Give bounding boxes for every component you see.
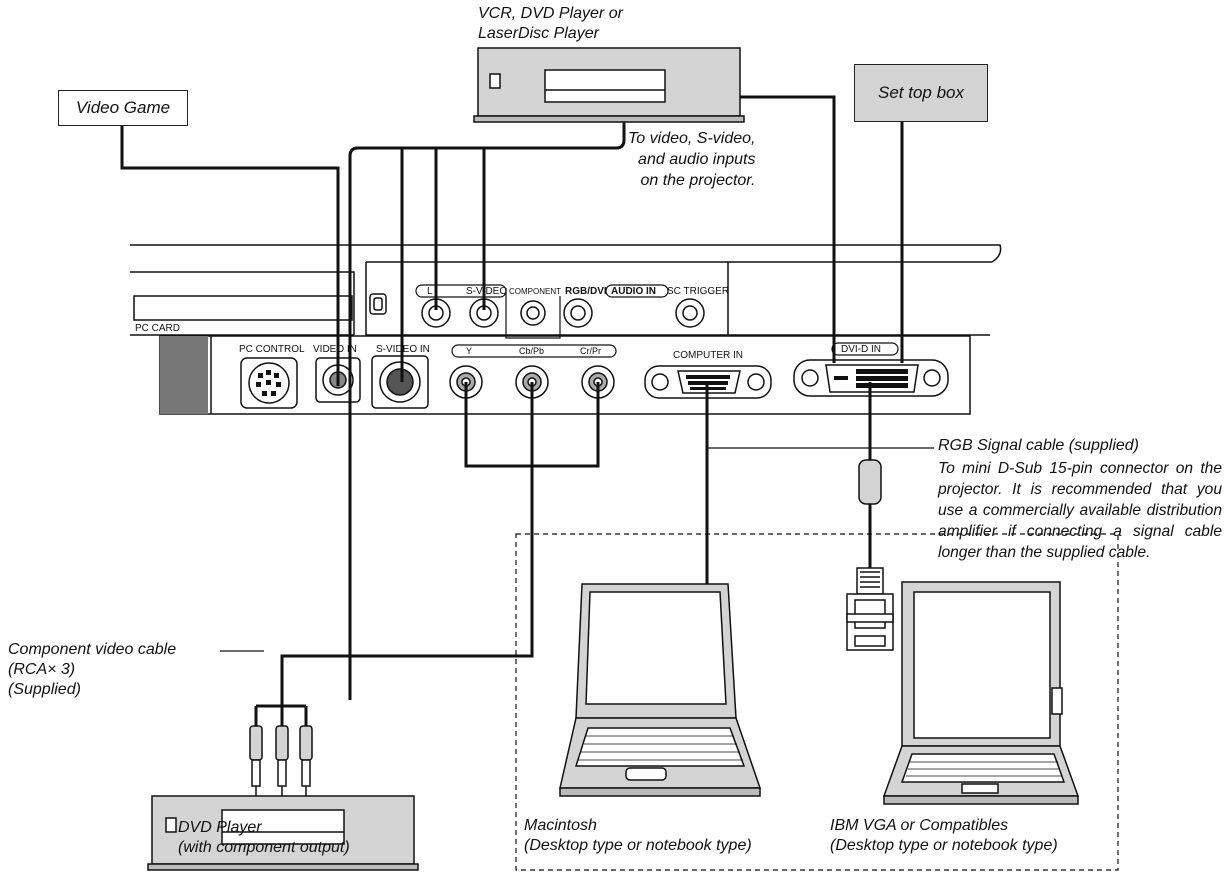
- macintosh-laptop: [559, 583, 762, 797]
- rgb-cable-description: To mini D-Sub 15-pin connector on the pr…: [938, 460, 1222, 561]
- to-video-line3: on the projector.: [640, 172, 756, 189]
- label-audio-l: L: [427, 286, 433, 297]
- label-video-in: VIDEO IN: [313, 344, 357, 355]
- dvd-player-caption: DVD Player (with component output): [178, 818, 350, 858]
- label-computer-in: COMPUTER IN: [673, 350, 743, 361]
- macintosh-line1: Macintosh: [524, 817, 597, 834]
- vga-plug-dvi: [846, 567, 894, 651]
- label-audio-in: AUDIO IN: [611, 286, 656, 297]
- label-s-video: S-VIDEO: [466, 286, 507, 297]
- panel-label-frames: [415, 284, 899, 358]
- component-jacks: [449, 365, 615, 399]
- component-cable-line1: Component video cable: [8, 641, 177, 658]
- cable-component-main: [280, 382, 534, 706]
- panel-dark-block: [160, 336, 208, 414]
- label-pc-card: PC CARD: [135, 323, 180, 334]
- set-top-box-label: Set top box: [877, 83, 964, 102]
- cable-vcr-main: [348, 122, 626, 700]
- label-rgb-dvi: RGB/DVI: [565, 286, 607, 297]
- cable-vcr-dvi: [740, 95, 836, 363]
- cable-video-game: [120, 125, 340, 386]
- audio-jacks: [421, 298, 705, 328]
- component-cable-line3: (Supplied): [8, 681, 81, 698]
- computers-area: [515, 533, 1119, 871]
- ibm-line1: IBM VGA or Compatibles: [830, 817, 1009, 834]
- video-game-box: Video Game: [58, 90, 188, 126]
- vcr-caption: VCR, DVD Player or LaserDisc Player: [478, 4, 623, 44]
- to-video-caption: To video, S-video, and audio inputs on t…: [628, 128, 755, 191]
- vcr-caption-line1: VCR, DVD Player or: [478, 5, 623, 22]
- label-component: COMPONENT: [509, 287, 561, 296]
- label-cr-pr: Cr/Pr: [580, 346, 601, 356]
- macintosh-line2: (Desktop type or notebook type): [524, 837, 752, 854]
- pc-control-port: [240, 357, 298, 409]
- ibm-laptop: [882, 581, 1080, 805]
- video-game-label: Video Game: [75, 98, 171, 117]
- component-cable-caption: Component video cable (RCA× 3) (Supplied…: [8, 640, 176, 700]
- s-video-in-jack: [371, 355, 429, 409]
- label-pc-control: PC CONTROL: [239, 344, 305, 355]
- macintosh-caption: Macintosh (Desktop type or notebook type…: [524, 816, 752, 856]
- to-video-line1: To video, S-video,: [628, 130, 756, 147]
- label-sc-trigger: SC TRIGGER: [667, 286, 729, 297]
- rca-plugs: [249, 725, 313, 800]
- ibm-line2: (Desktop type or notebook type): [830, 837, 1058, 854]
- label-y: Y: [466, 346, 472, 356]
- ibm-caption: IBM VGA or Compatibles (Desktop type or …: [830, 816, 1058, 856]
- vcr-caption-line2: LaserDisc Player: [478, 25, 599, 42]
- label-cb-pb: Cb/Pb: [519, 346, 544, 356]
- dvd-player-line1: DVD Player: [178, 819, 262, 836]
- to-video-line2: and audio inputs: [638, 151, 756, 168]
- dvi-d-in-port: [793, 359, 949, 397]
- dvd-player-device: [147, 795, 419, 871]
- ferrite-core-dvi: [858, 459, 882, 505]
- set-top-box: Set top box: [854, 64, 988, 122]
- cables: [120, 95, 904, 726]
- panel-labels: PC CARD PC CONTROL VIDEO IN S-VIDEO IN L…: [135, 286, 881, 361]
- rgb-cable-title: RGB Signal cable (supplied): [938, 437, 1139, 454]
- dvd-player-line2: (with component output): [178, 839, 350, 856]
- vcr-device: [473, 47, 745, 123]
- label-dvi-d-in: DVI-D IN: [841, 344, 881, 355]
- component-cable-line2: (RCA× 3): [8, 661, 76, 678]
